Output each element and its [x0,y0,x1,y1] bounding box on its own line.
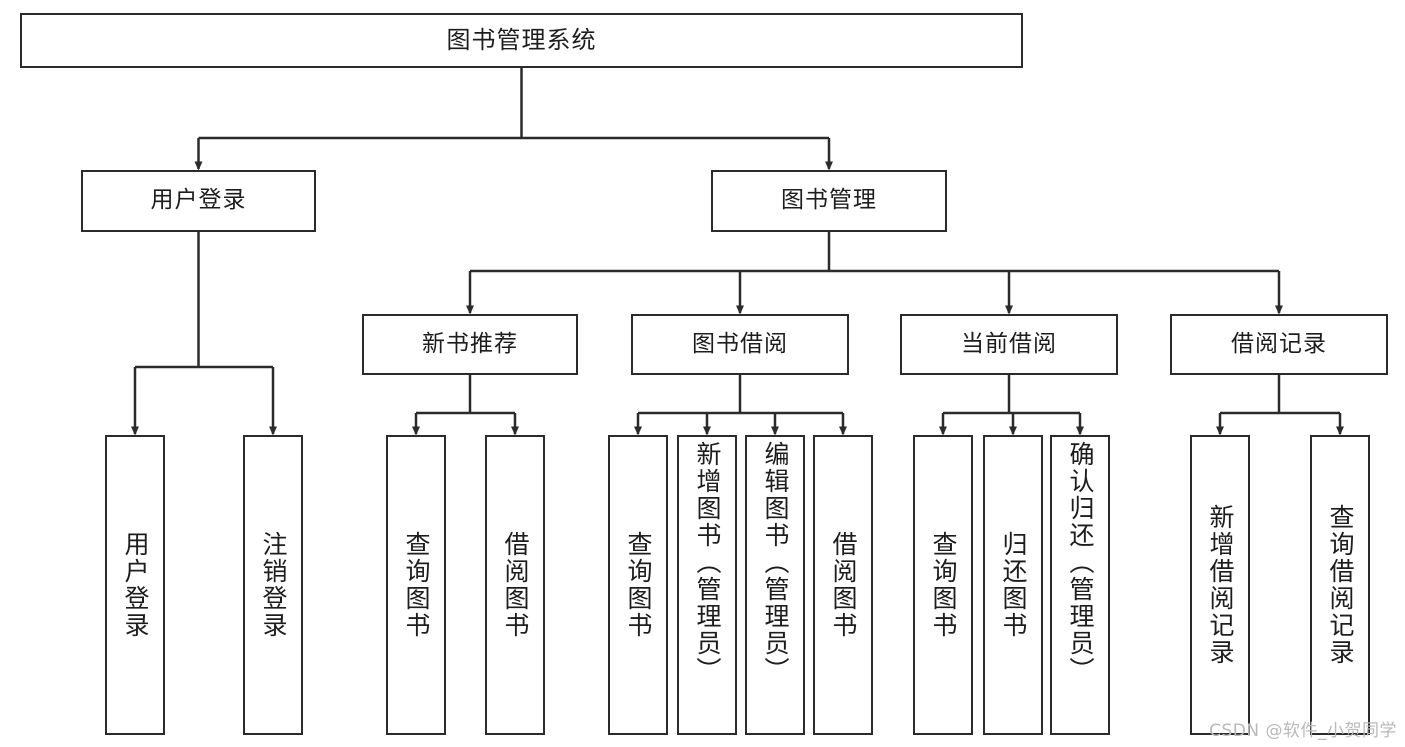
node-leaf-logout[interactable]: 注销登录 [243,435,303,735]
node-leaf-edit-book[interactable]: 编辑图书（管理员） [745,435,805,735]
node-leaf-user-login[interactable]: 用户登录 [105,435,165,735]
node-leaf-query-book-borrow[interactable]: 查询图书 [608,435,668,735]
node-label: 查询借阅记录 [1326,504,1355,666]
node-leaf-borrow-book-recommend[interactable]: 借阅图书 [485,435,545,735]
node-leaf-confirm-return[interactable]: 确认归还（管理员） [1050,435,1110,735]
node-leaf-query-book-current[interactable]: 查询图书 [913,435,973,735]
node-label: 图书借阅 [692,330,788,357]
node-label: 确认归还（管理员） [1066,441,1095,684]
node-label: 查询图书 [624,531,653,639]
node-label: 图书管理 [781,187,877,214]
node-book-borrow[interactable]: 图书借阅 [631,314,849,375]
node-label: 借阅记录 [1231,330,1327,357]
node-label: 借阅图书 [829,531,858,639]
node-user-login[interactable]: 用户登录 [81,170,316,232]
node-current-borrow[interactable]: 当前借阅 [900,314,1118,375]
node-label: 当前借阅 [961,330,1057,357]
node-label: 借阅图书 [501,531,530,639]
node-label: 用户登录 [150,187,247,214]
node-leaf-add-book[interactable]: 新增图书（管理员） [677,435,737,735]
node-label: 查询图书 [402,531,431,639]
watermark-text: CSDN @软件_小贺同学 [1209,721,1397,741]
node-label: 用户登录 [121,531,150,639]
node-leaf-add-borrow-record[interactable]: 新增借阅记录 [1190,435,1250,735]
node-label: 注销登录 [259,531,288,639]
node-label: 查询图书 [929,531,958,639]
node-root-system[interactable]: 图书管理系统 [20,13,1023,68]
node-label: 图书管理系统 [446,26,597,55]
node-label: 新增图书（管理员） [693,441,722,684]
node-borrow-record[interactable]: 借阅记录 [1170,314,1388,375]
node-label: 编辑图书（管理员） [761,441,790,684]
node-label: 新书推荐 [422,330,518,357]
node-book-manage[interactable]: 图书管理 [711,170,947,232]
node-label: 归还图书 [999,531,1028,639]
node-leaf-query-book-recommend[interactable]: 查询图书 [386,435,446,735]
node-leaf-query-borrow-record[interactable]: 查询借阅记录 [1310,435,1370,735]
node-leaf-return-book[interactable]: 归还图书 [983,435,1043,735]
node-new-book-recommend[interactable]: 新书推荐 [362,314,578,375]
node-leaf-borrow-book[interactable]: 借阅图书 [813,435,873,735]
node-label: 新增借阅记录 [1206,504,1235,666]
